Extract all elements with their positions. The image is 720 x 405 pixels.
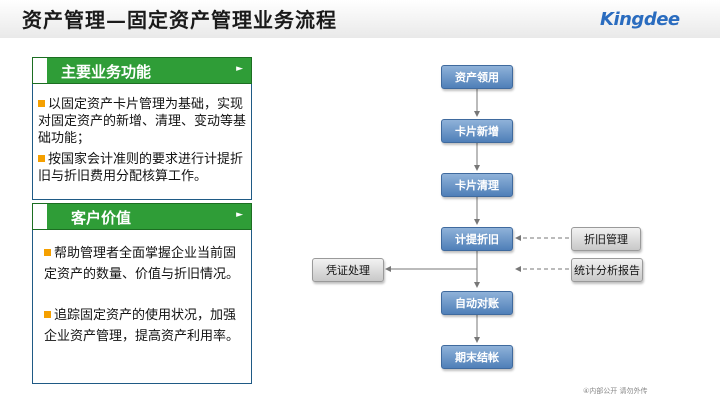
node-label: 期末结帐	[455, 351, 499, 364]
flow-node-depreciation[interactable]: 计提折旧	[441, 227, 513, 251]
confidentiality-note: ④内部公开 请勿外传	[583, 387, 648, 395]
node-label: 自动对账	[455, 297, 499, 310]
node-label: 计提折旧	[455, 233, 499, 246]
node-label: 统计分析报告	[574, 264, 640, 277]
functions-panel-header[interactable]: 主要业务功能 ►	[32, 57, 252, 84]
node-label: 凭证处理	[326, 264, 370, 277]
statistical-report-box[interactable]: 统计分析报告	[571, 258, 643, 282]
value-panel	[32, 214, 252, 384]
bullet-text: 以固定资产卡片管理为基础，实现对固定资产的新增、清理、变动等基础功能；	[38, 97, 247, 146]
bullet-text: 按国家会计准则的要求进行计提折旧与折旧费用分配核算工作。	[38, 152, 244, 184]
functions-bullet-1: 以固定资产卡片管理为基础，实现对固定资产的新增、清理、变动等基础功能；	[38, 96, 246, 147]
expand-arrow-icon: ►	[236, 64, 243, 74]
functions-panel-title: 主要业务功能	[61, 63, 152, 81]
bullet-square-icon	[38, 155, 45, 162]
bullet-square-icon	[38, 100, 45, 107]
bullet-text: 追踪固定资产的使用状况，加强企业资产管理，提高资产利用率。	[44, 308, 240, 344]
node-label: 卡片新增	[455, 125, 499, 138]
kingdee-logo: Kingdee	[600, 9, 680, 30]
bullet-square-icon	[44, 311, 51, 318]
functions-panel	[32, 70, 252, 200]
page-title: 资产管理—固定资产管理业务流程	[22, 8, 337, 32]
voucher-processing-box[interactable]: 凭证处理	[312, 258, 384, 282]
flow-node-auto-reconcile[interactable]: 自动对账	[441, 291, 513, 315]
title-bar	[0, 0, 720, 38]
flow-node-period-close[interactable]: 期末结帐	[441, 345, 513, 369]
expand-arrow-icon: ►	[236, 210, 243, 220]
depreciation-management-box[interactable]: 折旧管理	[571, 227, 641, 251]
bullet-square-icon	[44, 249, 51, 256]
header-stub	[33, 58, 47, 83]
functions-bullet-2: 按国家会计准则的要求进行计提折旧与折旧费用分配核算工作。	[38, 151, 246, 185]
node-label: 卡片清理	[455, 179, 499, 192]
node-label: 折旧管理	[584, 233, 628, 246]
value-bullet-1: 帮助管理者全面掌握企业当前固定资产的数量、价值与折旧情况。	[44, 243, 240, 285]
header-stub	[33, 204, 47, 229]
value-bullet-2: 追踪固定资产的使用状况，加强企业资产管理，提高资产利用率。	[44, 305, 240, 347]
flow-node-asset-requisition[interactable]: 资产领用	[441, 65, 513, 89]
flow-node-card-clearance[interactable]: 卡片清理	[441, 173, 513, 197]
value-panel-title: 客户价值	[71, 209, 132, 227]
flow-node-card-addition[interactable]: 卡片新增	[441, 119, 513, 143]
bullet-text: 帮助管理者全面掌握企业当前固定资产的数量、价值与折旧情况。	[44, 246, 240, 282]
node-label: 资产领用	[455, 71, 499, 84]
value-panel-header[interactable]: 客户价值 ►	[32, 203, 252, 230]
